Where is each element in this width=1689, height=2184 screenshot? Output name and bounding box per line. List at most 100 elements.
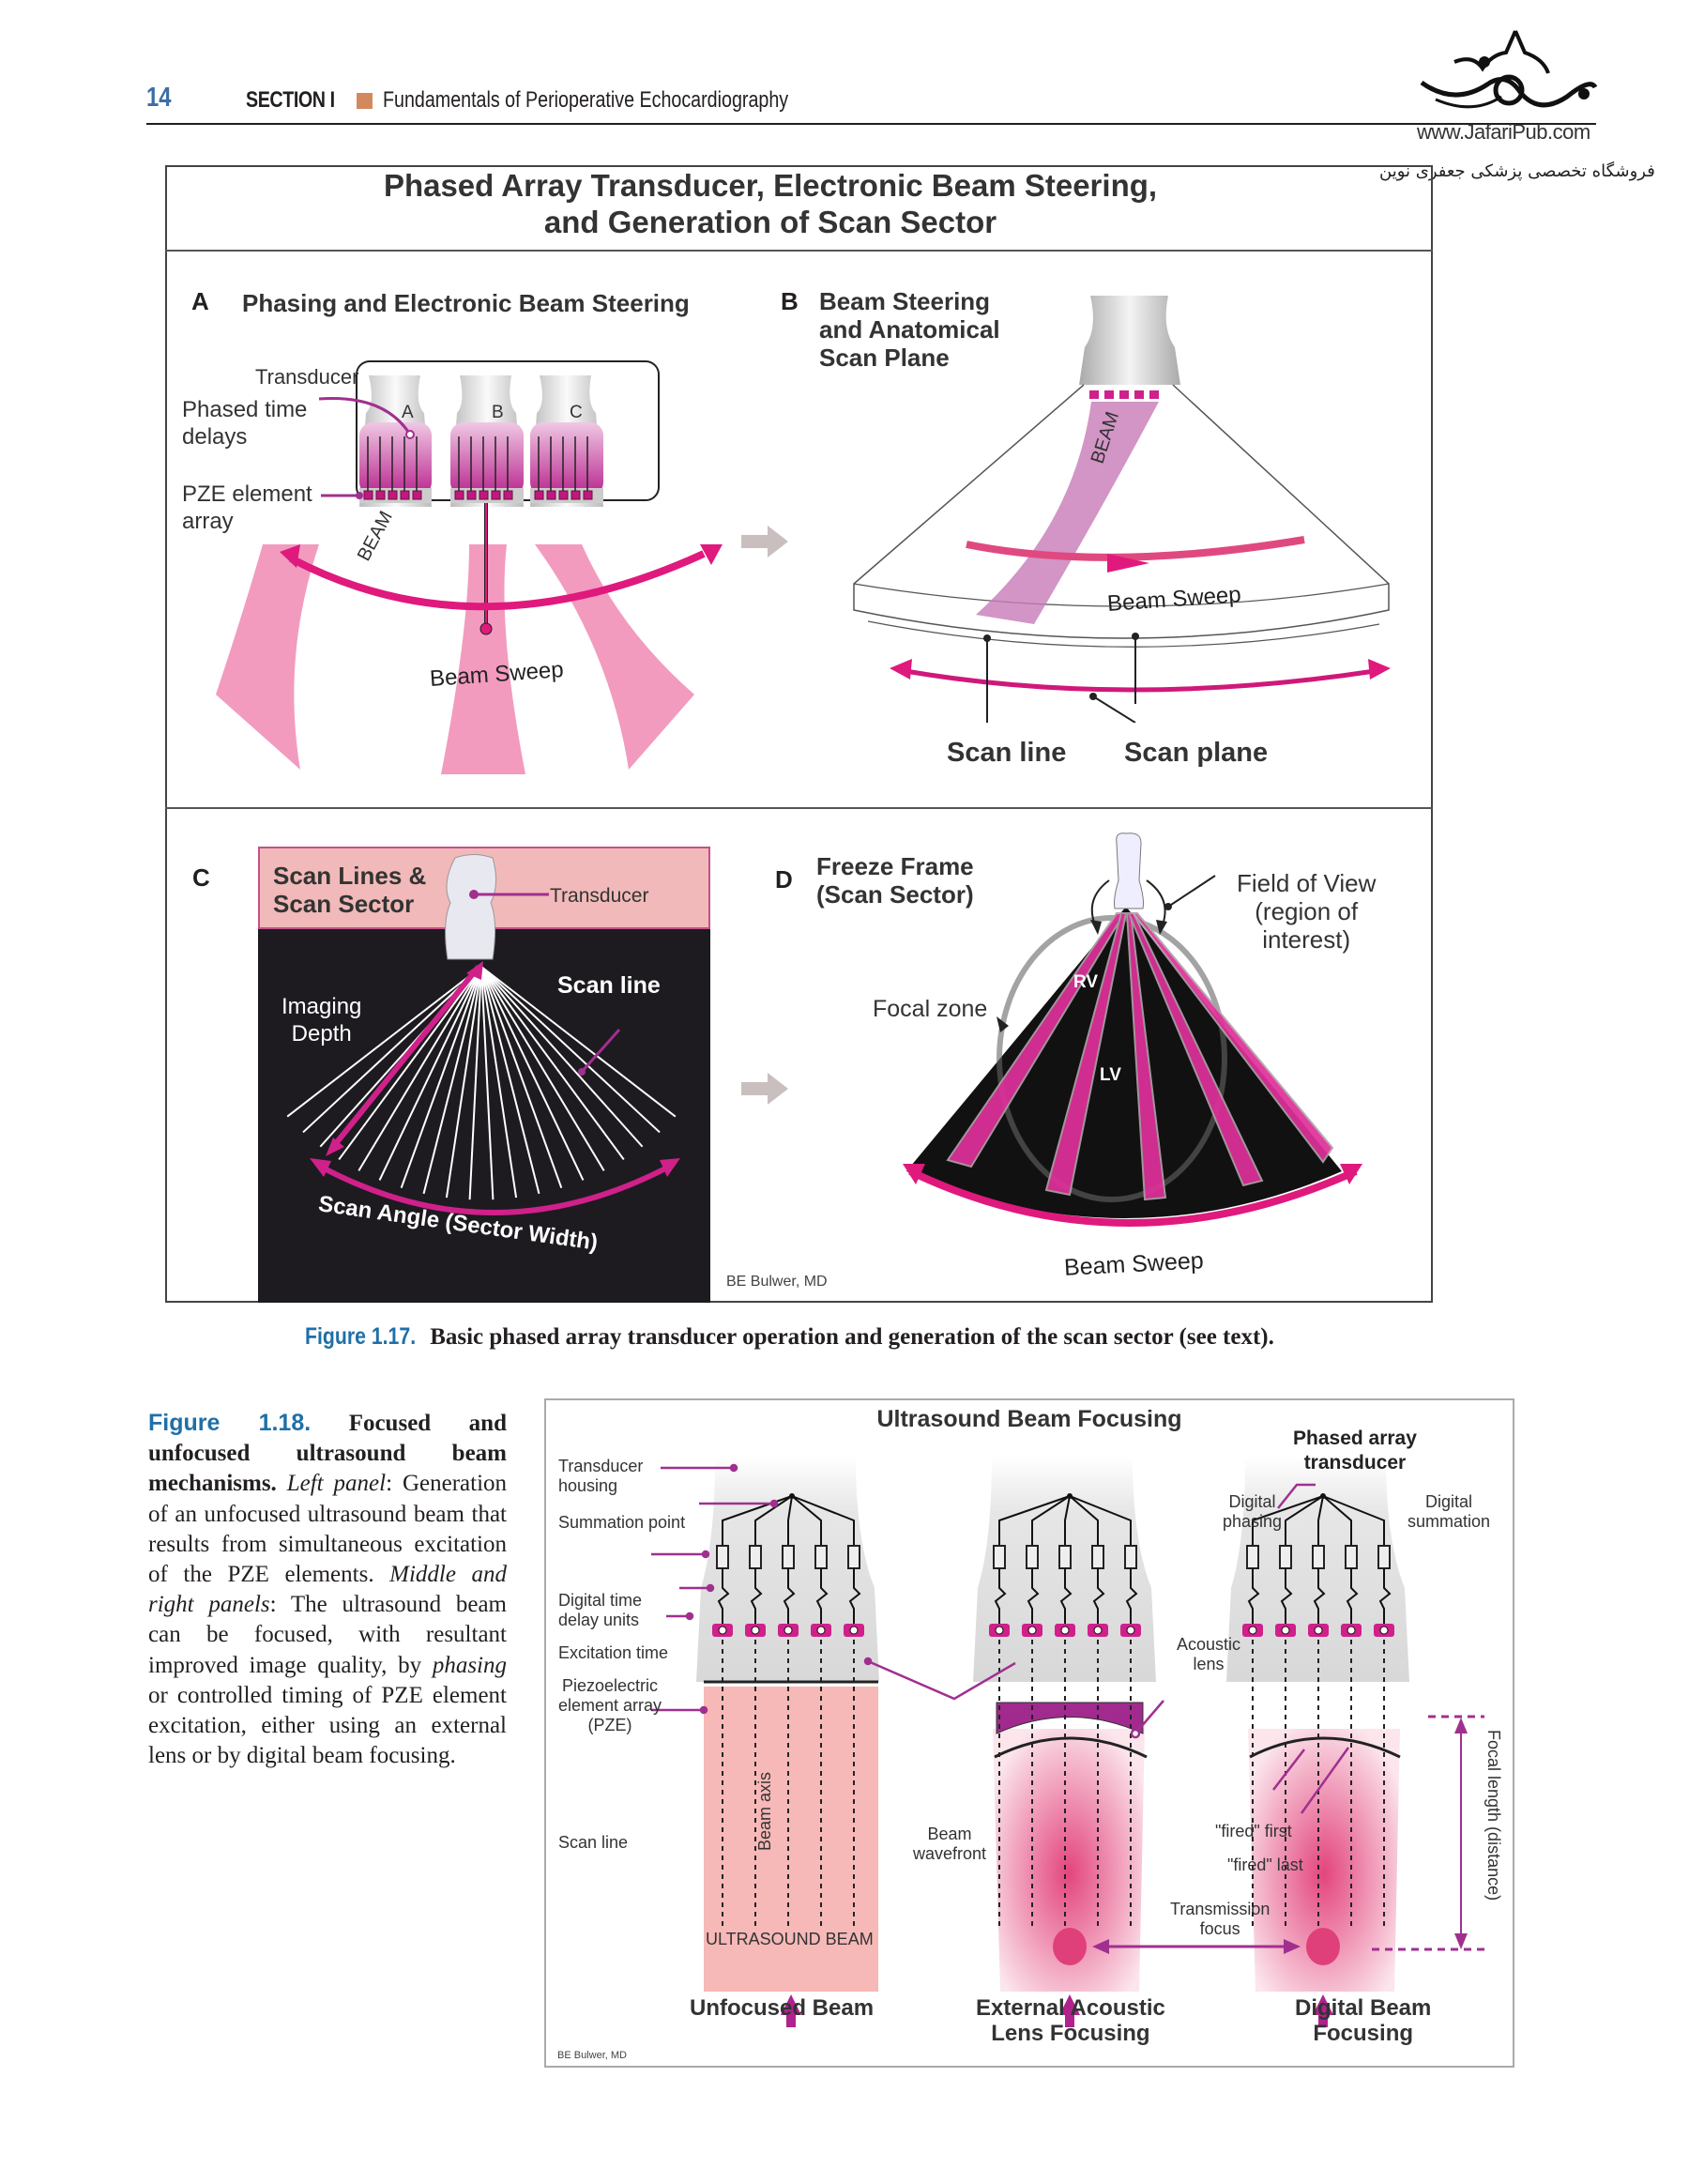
label-phased-array: Phased array transducer [1293, 1427, 1417, 1475]
label-line: (PZE) [587, 1716, 632, 1734]
scan-line [302, 966, 482, 1134]
heading-line: (Scan Sector) [816, 880, 974, 909]
wire [1064, 1495, 1071, 1546]
scan-line [480, 966, 677, 1118]
label-line: Lens Focusing [991, 2021, 1150, 2046]
scan-line [358, 966, 482, 1171]
label-line: focus [1199, 1919, 1240, 1938]
figure-1-18-title: Ultrasound Beam Focusing [876, 1406, 1182, 1432]
pze-node [784, 1626, 793, 1635]
excitation-wire [717, 1568, 730, 1626]
label-line: Depth [291, 1021, 352, 1046]
scan-line [480, 966, 585, 1181]
label-acoustic-lens: Acoustic lens [1177, 1635, 1240, 1674]
section-title: Fundamentals of Perioperative Echocardio… [383, 87, 789, 113]
pze-node [849, 1626, 859, 1635]
callout-line: PZE element [182, 481, 312, 507]
callout-line: array [182, 509, 234, 534]
label-line: wavefront [913, 1844, 987, 1863]
excitation-wire [848, 1568, 861, 1626]
figure-1-18-diagram [651, 1457, 1484, 2027]
label-transmission-focus: Transmission focus [1170, 1900, 1270, 1939]
lv-label: LV [1100, 1065, 1121, 1085]
callout-line: delays [182, 424, 248, 450]
wire [754, 1495, 793, 1546]
heading-line: Freeze Frame [816, 852, 974, 880]
wire [1322, 1495, 1352, 1546]
label-scan-line: Scan line [558, 1833, 629, 1852]
transducer-element-a [359, 375, 432, 507]
wire [1069, 1495, 1099, 1546]
field-of-view-label: Field of View (region of interest) [1237, 869, 1376, 954]
calligraphy-logo-icon [1420, 30, 1598, 109]
scan-line [422, 966, 482, 1195]
section-label: SECTION I [246, 87, 335, 113]
delay-unit [1345, 1545, 1358, 1569]
excitation-wire [815, 1568, 829, 1626]
pze-node [1314, 1626, 1323, 1635]
lens-beam [993, 1729, 1145, 1992]
wire [1031, 1495, 1071, 1546]
label-line: lens [1193, 1655, 1225, 1673]
label-line: Digital Beam [1295, 1995, 1432, 2021]
label-line: (region of [1255, 897, 1359, 925]
title-line-1: Phased Array Transducer, Electronic Beam… [383, 168, 1158, 203]
scan-line [480, 966, 563, 1189]
label-digital-phasing: Digital phasing [1223, 1492, 1282, 1532]
heading-line: Scan Plane [819, 344, 950, 372]
label-line: Imaging [282, 994, 362, 1019]
label-line: Transducer [558, 1457, 644, 1475]
delay-unit [993, 1545, 1006, 1569]
delay-unit [847, 1545, 860, 1569]
excitation-wire [1247, 1568, 1260, 1626]
credit: BE Bulwer, MD [726, 1274, 828, 1290]
callout-line: Phased time [182, 397, 308, 422]
delay-unit [1377, 1545, 1391, 1569]
excitation-wire [750, 1568, 763, 1626]
pze-node [1093, 1626, 1103, 1635]
header-rule [146, 123, 1596, 125]
caption-bold: Focused and unfocused ultrasound beam me… [148, 1411, 507, 1497]
panel-d-heading: Freeze Frame (Scan Sector) [816, 852, 974, 909]
transducer-box-label: Transducer [255, 365, 359, 389]
panel-a-heading: Phasing and Electronic Beam Steering [242, 289, 690, 317]
caption-middle-text: : The ultrasound beam can be focused, wi… [148, 1592, 507, 1678]
wire [1285, 1495, 1324, 1546]
credit: BE Bulwer, MD [557, 2050, 627, 2061]
label-line: housing [558, 1476, 618, 1495]
scan-line-label: Scan line [557, 972, 661, 999]
delay-unit [1312, 1545, 1325, 1569]
scan-line [480, 966, 518, 1199]
arrow-right-icon [741, 1073, 788, 1105]
delay-unit [1246, 1545, 1259, 1569]
label-line: Phased array [1293, 1428, 1417, 1449]
scan-line [480, 966, 540, 1195]
panel-a-letter: A [191, 287, 209, 315]
page-number: 14 [146, 83, 172, 113]
panel-c-diagram [286, 854, 680, 1215]
figure-1-18-caption: Figure 1.18. Focused and unfocused ultra… [148, 1408, 507, 1771]
delay-unit [749, 1545, 762, 1569]
pze-node [995, 1626, 1004, 1635]
divider [165, 250, 1433, 252]
summation-point [789, 1493, 795, 1499]
label-excitation-time: Excitation time [558, 1643, 669, 1662]
label-fired-last: "fired" last [1227, 1856, 1303, 1874]
pze-node [1027, 1626, 1037, 1635]
panel-title-lens: External Acoustic Lens Focusing [976, 1995, 1165, 2046]
panel-b-heading: Beam Steering and Anatomical Scan Plane [819, 287, 1000, 372]
delay-unit [716, 1545, 729, 1569]
wire [791, 1495, 855, 1546]
label-beam-wavefront: Beam wavefront [913, 1825, 986, 1864]
excitation-wire [1027, 1568, 1040, 1626]
excitation-wire [1125, 1568, 1138, 1626]
label-line: Digital [1228, 1492, 1276, 1511]
arrow-right-icon [741, 526, 788, 557]
summation-point [1067, 1493, 1073, 1499]
pze-node [1379, 1626, 1389, 1635]
excitation-wire [1378, 1568, 1392, 1626]
figure-1-17-frame [165, 165, 1433, 1303]
transducer-label: Transducer [550, 885, 649, 907]
wire [1252, 1495, 1324, 1546]
panel-a-diagram [216, 360, 723, 774]
